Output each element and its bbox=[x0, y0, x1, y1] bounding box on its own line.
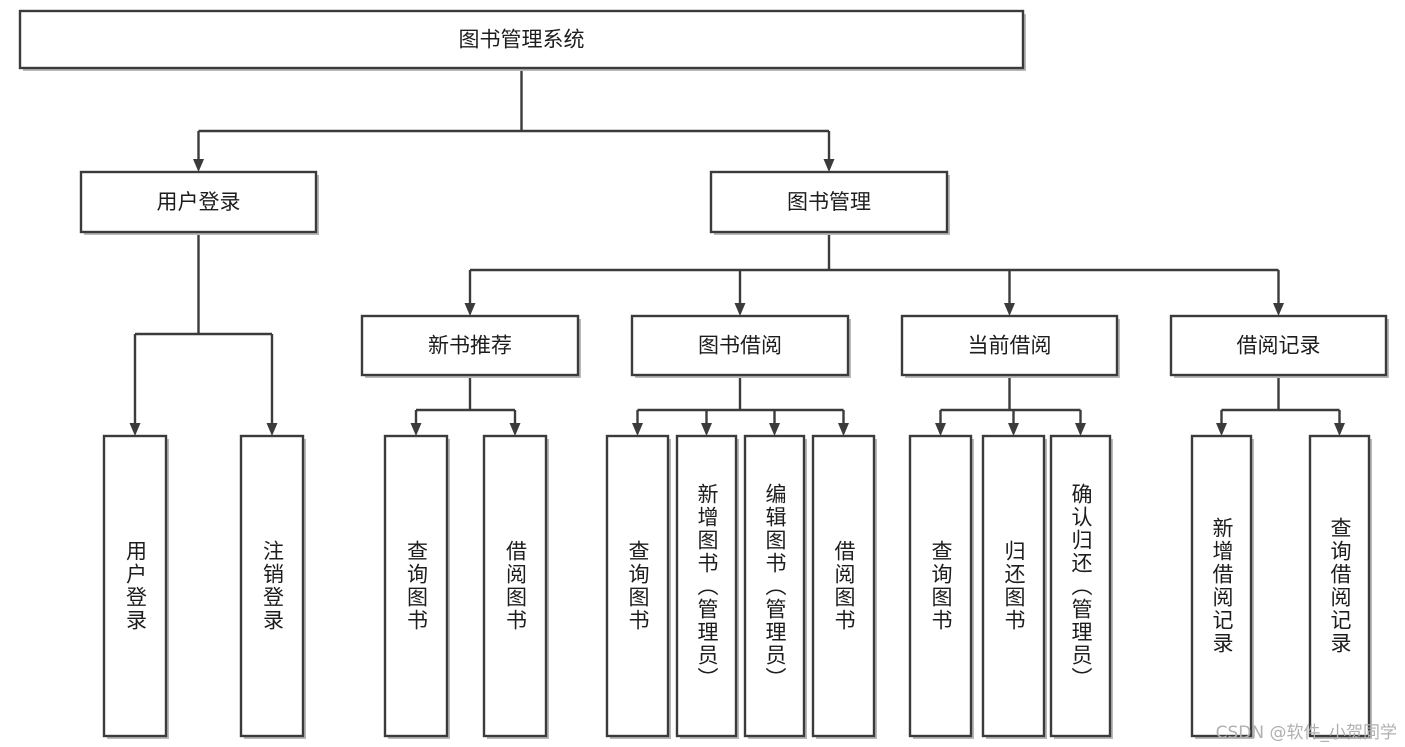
arrow-head-icon bbox=[935, 423, 946, 436]
edge-group-book-borrow bbox=[632, 375, 849, 436]
arrow-head-icon bbox=[129, 423, 141, 436]
node-label: 图书借阅 bbox=[698, 334, 782, 358]
arrow-head-icon bbox=[1004, 303, 1015, 316]
edge-group-root bbox=[193, 68, 835, 172]
node-leaf-confirm-return[interactable] bbox=[1049, 434, 1113, 739]
arrow-head-icon bbox=[1008, 423, 1019, 436]
arrow-head-icon bbox=[1216, 423, 1227, 436]
node-leaf-return-book[interactable] bbox=[981, 434, 1047, 739]
node-leaf-logout[interactable] bbox=[239, 434, 306, 739]
arrow-head-icon bbox=[1273, 303, 1284, 316]
node-label: 图书管理 bbox=[787, 190, 871, 214]
node-leaf-query-record[interactable] bbox=[1308, 434, 1372, 739]
node-leaf-query-book-3[interactable] bbox=[908, 434, 974, 739]
node-book-borrow[interactable] bbox=[630, 314, 851, 378]
node-label: 图书管理系统 bbox=[459, 28, 585, 52]
edge-group-book-manage bbox=[464, 232, 1284, 316]
node-leaf-add-book[interactable] bbox=[675, 434, 739, 739]
node-leaf-borrow-book-2[interactable] bbox=[811, 434, 877, 739]
arrow-head-icon bbox=[509, 423, 521, 436]
node-leaf-borrow-book-1[interactable] bbox=[482, 434, 549, 739]
node-leaf-edit-book[interactable] bbox=[743, 434, 807, 739]
node-root[interactable] bbox=[18, 9, 1026, 71]
node-leaf-query-book-2[interactable] bbox=[605, 434, 671, 739]
node-label: 新书推荐 bbox=[428, 334, 512, 358]
arrow-head-icon bbox=[769, 423, 780, 436]
arrow-head-icon bbox=[1334, 423, 1345, 436]
edge-group-borrow-record bbox=[1216, 375, 1345, 436]
node-book-manage[interactable] bbox=[709, 170, 950, 235]
arrow-head-icon bbox=[823, 159, 835, 172]
arrow-head-icon bbox=[464, 303, 476, 316]
node-label: 用户登录 bbox=[157, 190, 241, 214]
node-leaf-user-login[interactable] bbox=[102, 434, 169, 739]
watermark: CSDN @软件_小贺同学 bbox=[1215, 723, 1397, 743]
node-current-borrow[interactable] bbox=[900, 314, 1120, 378]
arrow-head-icon bbox=[1075, 423, 1086, 436]
arrow-head-icon bbox=[838, 423, 849, 436]
node-borrow-record[interactable] bbox=[1169, 314, 1389, 378]
edge-layer bbox=[129, 68, 1345, 436]
node-leaf-add-record[interactable] bbox=[1190, 434, 1254, 739]
node-leaf-query-book-1[interactable] bbox=[383, 434, 450, 739]
arrow-head-icon bbox=[266, 423, 278, 436]
edge-group-current-borrow bbox=[935, 375, 1086, 436]
arrow-head-icon bbox=[734, 303, 746, 316]
arrow-head-icon bbox=[410, 423, 422, 436]
node-user-login[interactable] bbox=[79, 170, 319, 235]
edge-group-new-book-rec bbox=[410, 375, 521, 436]
arrow-head-icon bbox=[632, 423, 643, 436]
node-new-book-rec[interactable] bbox=[360, 314, 581, 378]
edge-group-user-login bbox=[129, 232, 278, 436]
arrow-head-icon bbox=[193, 159, 204, 172]
node-label: 借阅记录 bbox=[1237, 334, 1321, 358]
node-label: 当前借阅 bbox=[968, 334, 1052, 358]
arrow-head-icon bbox=[701, 423, 712, 436]
